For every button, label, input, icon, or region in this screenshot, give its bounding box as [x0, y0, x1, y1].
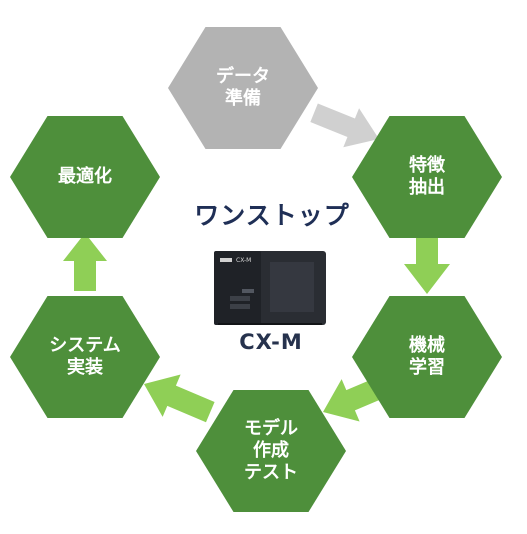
node-label-system-implementation-0: システム [49, 335, 120, 356]
server-base [218, 323, 322, 325]
node-label-model-test-1: 作成 [253, 439, 289, 461]
node-label-optimization-0: 最適化 [58, 165, 112, 187]
arrow-data-prep-to-feature-extraction [310, 103, 379, 148]
hexagon-model-test [196, 390, 346, 512]
hexagon-data-prep [168, 27, 318, 149]
server-vent-2 [230, 304, 250, 309]
server-badge [220, 258, 232, 262]
hexagon-system-implementation [10, 296, 160, 418]
node-label-model-test-2: テスト [244, 462, 298, 483]
node-label-model-test-0: モデル [244, 417, 298, 439]
node-label-data-prep-1: 準備 [225, 87, 261, 109]
node-label-feature-extraction-0: 特徴 [409, 154, 446, 176]
product-name: CX-M [239, 330, 303, 354]
node-optimization: 最適化 [10, 116, 160, 238]
server-front-label: CX-M [236, 257, 251, 264]
arrow-system-implementation-to-optimization [63, 233, 107, 291]
node-label-machine-learning-0: 機械 [409, 334, 445, 356]
hexagon-optimization [10, 116, 160, 238]
hexagon-feature-extraction [352, 116, 502, 238]
node-label-machine-learning-1: 学習 [409, 356, 445, 378]
center-title: ワンストップ [194, 201, 350, 230]
server-vent-1 [230, 296, 250, 301]
hexagon-machine-learning [352, 296, 502, 418]
node-label-data-prep-0: データ [216, 65, 270, 87]
node-label-system-implementation-1: 実装 [67, 356, 103, 378]
node-label-feature-extraction-1: 抽出 [409, 176, 445, 198]
server-port [242, 289, 254, 293]
arrow-model-test-to-system-implementation [144, 374, 215, 423]
arrow-feature-extraction-to-machine-learning [404, 226, 450, 294]
server-side-panel [270, 262, 314, 312]
server-device: CX-M [214, 251, 326, 325]
